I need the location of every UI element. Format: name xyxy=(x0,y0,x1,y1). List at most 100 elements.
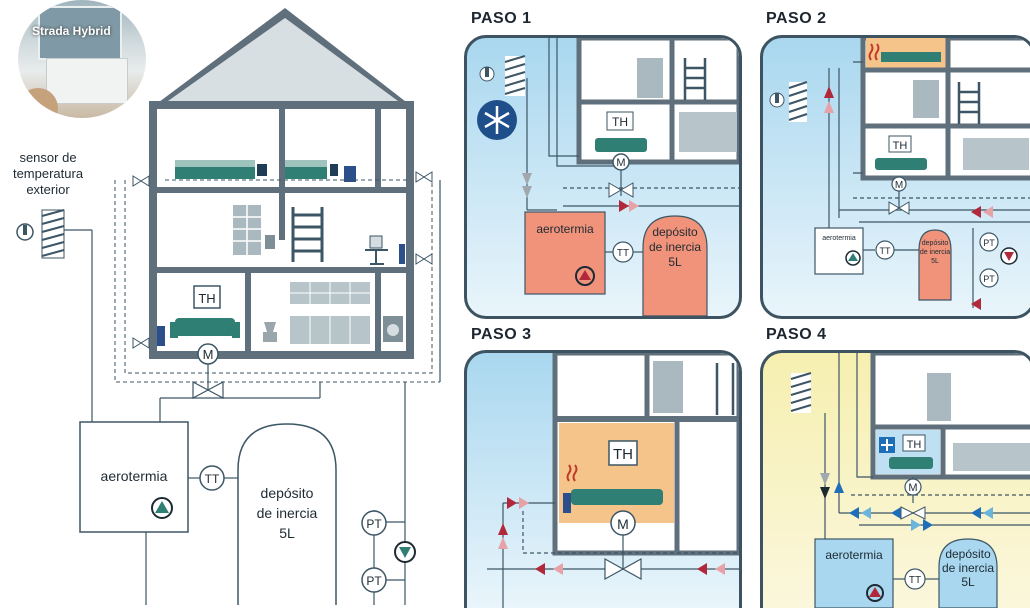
step-1-temperature-transmitter: TT xyxy=(612,241,634,263)
step-2-circulation-pump xyxy=(1000,247,1018,265)
step-2-heat-icon xyxy=(868,43,880,61)
step-3-arrows xyxy=(498,497,725,575)
temperature-transmitter: TT xyxy=(199,465,225,491)
svg-text:de inercia: de inercia xyxy=(649,240,701,254)
ladder-towel-rail xyxy=(291,207,324,262)
thermometer-icon xyxy=(16,223,34,241)
pressure-transmitter-2: PT xyxy=(361,567,387,593)
pressure-transmitter-1: PT xyxy=(361,510,387,536)
svg-text:aerotermia: aerotermia xyxy=(101,468,168,484)
washing-machine xyxy=(383,316,403,342)
step-3-heat-icon xyxy=(566,464,578,482)
step-3-thermostat: TH xyxy=(608,440,638,466)
motorized-valve: M xyxy=(192,343,224,399)
step-4-diagram: TH M xyxy=(790,353,1030,608)
main-hydraulic-diagram: TH M aerotermia xyxy=(16,8,441,605)
step-2-pressure-transmitter-1: PT xyxy=(979,232,999,252)
thermostat-th: TH xyxy=(193,285,221,309)
step-2-motor-valve: M xyxy=(888,176,910,215)
step-4-temperature-transmitter: TT xyxy=(904,568,926,590)
step-1-panel: TH M aerotermia xyxy=(464,35,742,319)
step-2-title: PASO 2 xyxy=(766,10,827,27)
step-2-temperature-transmitter: TT xyxy=(875,240,895,260)
step-3-panel: TH M xyxy=(464,350,742,608)
svg-text:TT: TT xyxy=(909,575,921,586)
step-2-sensor-wall xyxy=(788,81,808,122)
step-1-diagram: TH M aerotermia xyxy=(477,38,739,316)
step-2-inertia-tank: depósito de inercia 5L xyxy=(918,229,952,301)
inertia-tank: depósito de inercia 5L xyxy=(237,423,337,605)
svg-text:M: M xyxy=(895,180,903,191)
step-2-diagram: TH M aerotermia xyxy=(769,38,1030,310)
step-2-thermometer-icon xyxy=(769,92,785,108)
step-1-thermometer-icon xyxy=(479,66,495,82)
lamp xyxy=(263,322,277,342)
svg-text:PT: PT xyxy=(983,238,995,248)
svg-text:de inercia: de inercia xyxy=(920,249,950,256)
svg-text:depósito: depósito xyxy=(652,225,698,239)
product-photo: Strada Hybrid xyxy=(18,0,146,118)
step-3-house xyxy=(552,353,739,556)
svg-text:depósito: depósito xyxy=(261,485,314,501)
step-1-sensor-wall xyxy=(504,55,526,96)
step-2-thermostat: TH xyxy=(888,135,912,153)
svg-text:de inercia: de inercia xyxy=(942,561,994,575)
step-4-arrows xyxy=(820,473,993,531)
svg-text:depósito: depósito xyxy=(922,240,949,247)
step-4-aerotermia-unit: aerotermia xyxy=(814,538,894,608)
valves-right xyxy=(415,171,433,265)
step-3-motor-valve: M xyxy=(604,510,642,581)
shelf-unit xyxy=(233,205,275,255)
step-1-thermostat: TH xyxy=(606,111,634,131)
svg-text:aerotermia: aerotermia xyxy=(536,222,594,236)
step-3-radiator xyxy=(563,493,571,513)
svg-text:TT: TT xyxy=(205,472,220,486)
step-4-motor-valve: M xyxy=(900,478,926,520)
step-4-fan-icon xyxy=(879,437,895,453)
step-4-title: PASO 4 xyxy=(766,326,827,343)
radiator xyxy=(157,326,165,346)
svg-text:TH: TH xyxy=(612,115,628,129)
step-3-sofa xyxy=(571,489,663,505)
step-1-aerotermia-unit: aerotermia xyxy=(524,211,606,295)
circulation-pump xyxy=(394,541,416,563)
step-3-heated-room xyxy=(559,423,674,523)
sensor-label: sensor de temperatura exterior xyxy=(12,150,84,197)
svg-text:5L: 5L xyxy=(279,525,295,541)
svg-text:M: M xyxy=(616,157,625,169)
step-1-motor-valve: M xyxy=(608,153,634,198)
svg-text:PT: PT xyxy=(983,274,995,284)
svg-text:5L: 5L xyxy=(668,255,682,269)
step-2-arrows xyxy=(824,86,993,310)
svg-text:TH: TH xyxy=(907,439,922,451)
bed-right xyxy=(285,160,356,182)
step-1-pipes xyxy=(526,38,739,211)
svg-text:PT: PT xyxy=(366,574,382,588)
step-1-sofa xyxy=(595,138,647,152)
aerotermia-unit: aerotermia xyxy=(79,421,189,533)
step-2-pressure-transmitter-2: PT xyxy=(979,268,999,288)
svg-text:TT: TT xyxy=(880,246,891,256)
step-2-sofa xyxy=(875,158,927,170)
kitchen-counter xyxy=(290,282,370,344)
step-3-diagram: TH M xyxy=(487,353,739,608)
svg-text:5L: 5L xyxy=(931,258,939,265)
svg-text:aerotermia: aerotermia xyxy=(822,235,856,242)
house-body xyxy=(149,101,414,359)
svg-text:M: M xyxy=(908,482,917,494)
outdoor-sensor-wall xyxy=(41,209,65,259)
sofa xyxy=(170,318,240,338)
step-4-sensor-wall xyxy=(790,372,812,413)
svg-text:de inercia: de inercia xyxy=(257,505,318,521)
svg-text:aerotermia: aerotermia xyxy=(825,548,883,562)
svg-text:TH: TH xyxy=(613,446,633,463)
valves-left xyxy=(132,175,150,349)
desk-chair xyxy=(365,235,405,265)
step-2-aerotermia-unit: aerotermia xyxy=(814,227,864,275)
svg-text:TH: TH xyxy=(893,140,908,152)
house-roof xyxy=(155,8,410,105)
step-1-inertia-tank: depósito de inercia 5L xyxy=(642,215,708,316)
svg-text:PT: PT xyxy=(366,517,382,531)
step-1-arrows xyxy=(522,173,639,212)
photo-caption: Strada Hybrid xyxy=(32,24,111,38)
